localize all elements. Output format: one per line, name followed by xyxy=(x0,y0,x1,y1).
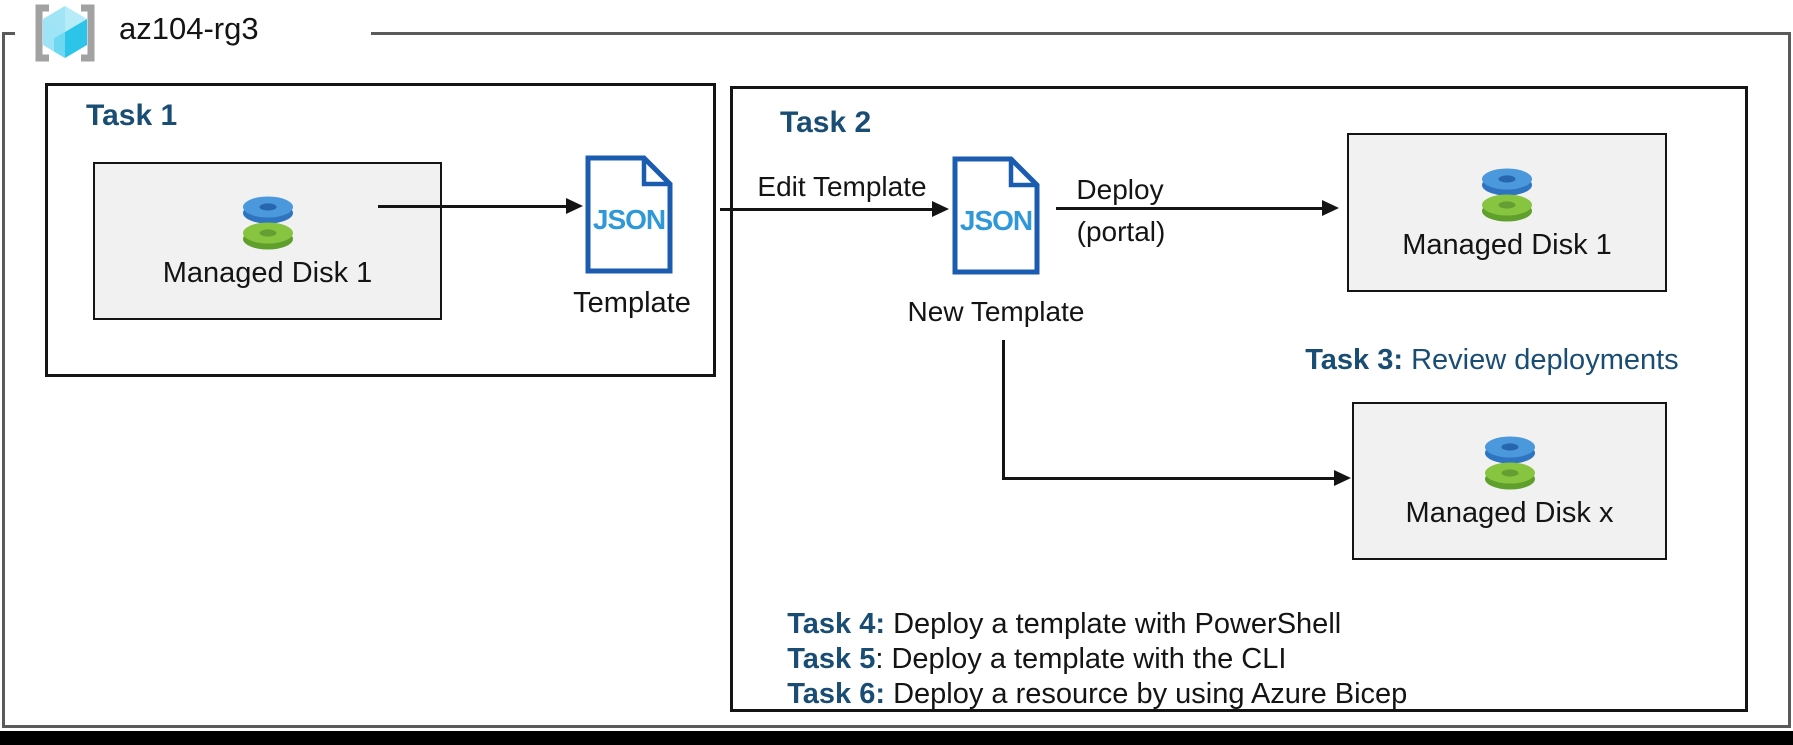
edit-template-label: Edit Template xyxy=(757,171,927,202)
task6-prefix: Task 6: xyxy=(787,677,886,710)
managed-disk-x-label: Managed Disk x xyxy=(1405,497,1614,530)
managed-disk-1-box: Managed Disk 1 xyxy=(93,162,442,320)
resource-group-icon xyxy=(35,4,95,62)
connector-line xyxy=(378,205,568,208)
managed-disk-x-box: Managed Disk x xyxy=(1352,402,1667,560)
task3-text: Review deployments xyxy=(1403,343,1679,376)
json-doc-text: JSON xyxy=(592,204,666,235)
task2-box xyxy=(730,86,1748,712)
managed-disk-icon xyxy=(242,196,293,250)
task3-prefix: Task 3: xyxy=(1305,343,1404,376)
deploy-portal-label: (portal) xyxy=(1076,216,1166,247)
new-template-label: New Template xyxy=(907,296,1085,327)
resource-group-frame xyxy=(2,32,1791,728)
task4-text: Deploy a template with PowerShell xyxy=(885,607,1342,640)
task5-prefix: Task 5 xyxy=(787,642,876,675)
task4-prefix: Task 4: xyxy=(787,607,886,640)
frame-label-gap xyxy=(15,29,371,39)
json-doc-text: JSON xyxy=(959,205,1033,236)
arrow-head xyxy=(566,198,583,214)
managed-disk-1-label: Managed Disk 1 xyxy=(162,257,373,290)
task6-text: Deploy a resource by using Azure Bicep xyxy=(885,677,1408,710)
task4-caption: Task 4: Deploy a template with PowerShel… xyxy=(755,577,1341,673)
managed-disk-1-deployed-box: Managed Disk 1 xyxy=(1347,133,1667,292)
task2-title: Task 2 xyxy=(780,106,872,139)
managed-disk-1-deployed-label: Managed Disk 1 xyxy=(1402,228,1612,261)
arrow-head xyxy=(1322,200,1339,216)
json-document-icon: JSON xyxy=(585,155,673,274)
connector-line xyxy=(1002,477,1336,480)
deploy-label: Deploy xyxy=(1076,174,1164,205)
managed-disk-icon xyxy=(1484,436,1535,490)
task1-title: Task 1 xyxy=(86,99,178,132)
task6-caption: Task 6: Deploy a resource by using Azure… xyxy=(755,647,1407,743)
managed-disk-icon xyxy=(1482,168,1532,222)
template-label: Template xyxy=(573,287,691,319)
connector-line xyxy=(1002,340,1005,480)
connector-line xyxy=(1056,207,1324,210)
resource-group-name: az104-rg3 xyxy=(119,11,259,46)
arrow-head xyxy=(932,201,949,217)
arrow-head xyxy=(1334,470,1351,486)
json-document-icon: JSON xyxy=(952,156,1040,275)
task5-caption: Task 5: Deploy a template with the CLI xyxy=(755,612,1286,708)
task1-box xyxy=(45,83,716,377)
task5-text: : Deploy a template with the CLI xyxy=(875,642,1287,675)
bottom-black-bar xyxy=(0,731,1793,745)
connector-line xyxy=(720,208,934,211)
task3-caption: Task 3: Review deployments xyxy=(1273,313,1679,409)
